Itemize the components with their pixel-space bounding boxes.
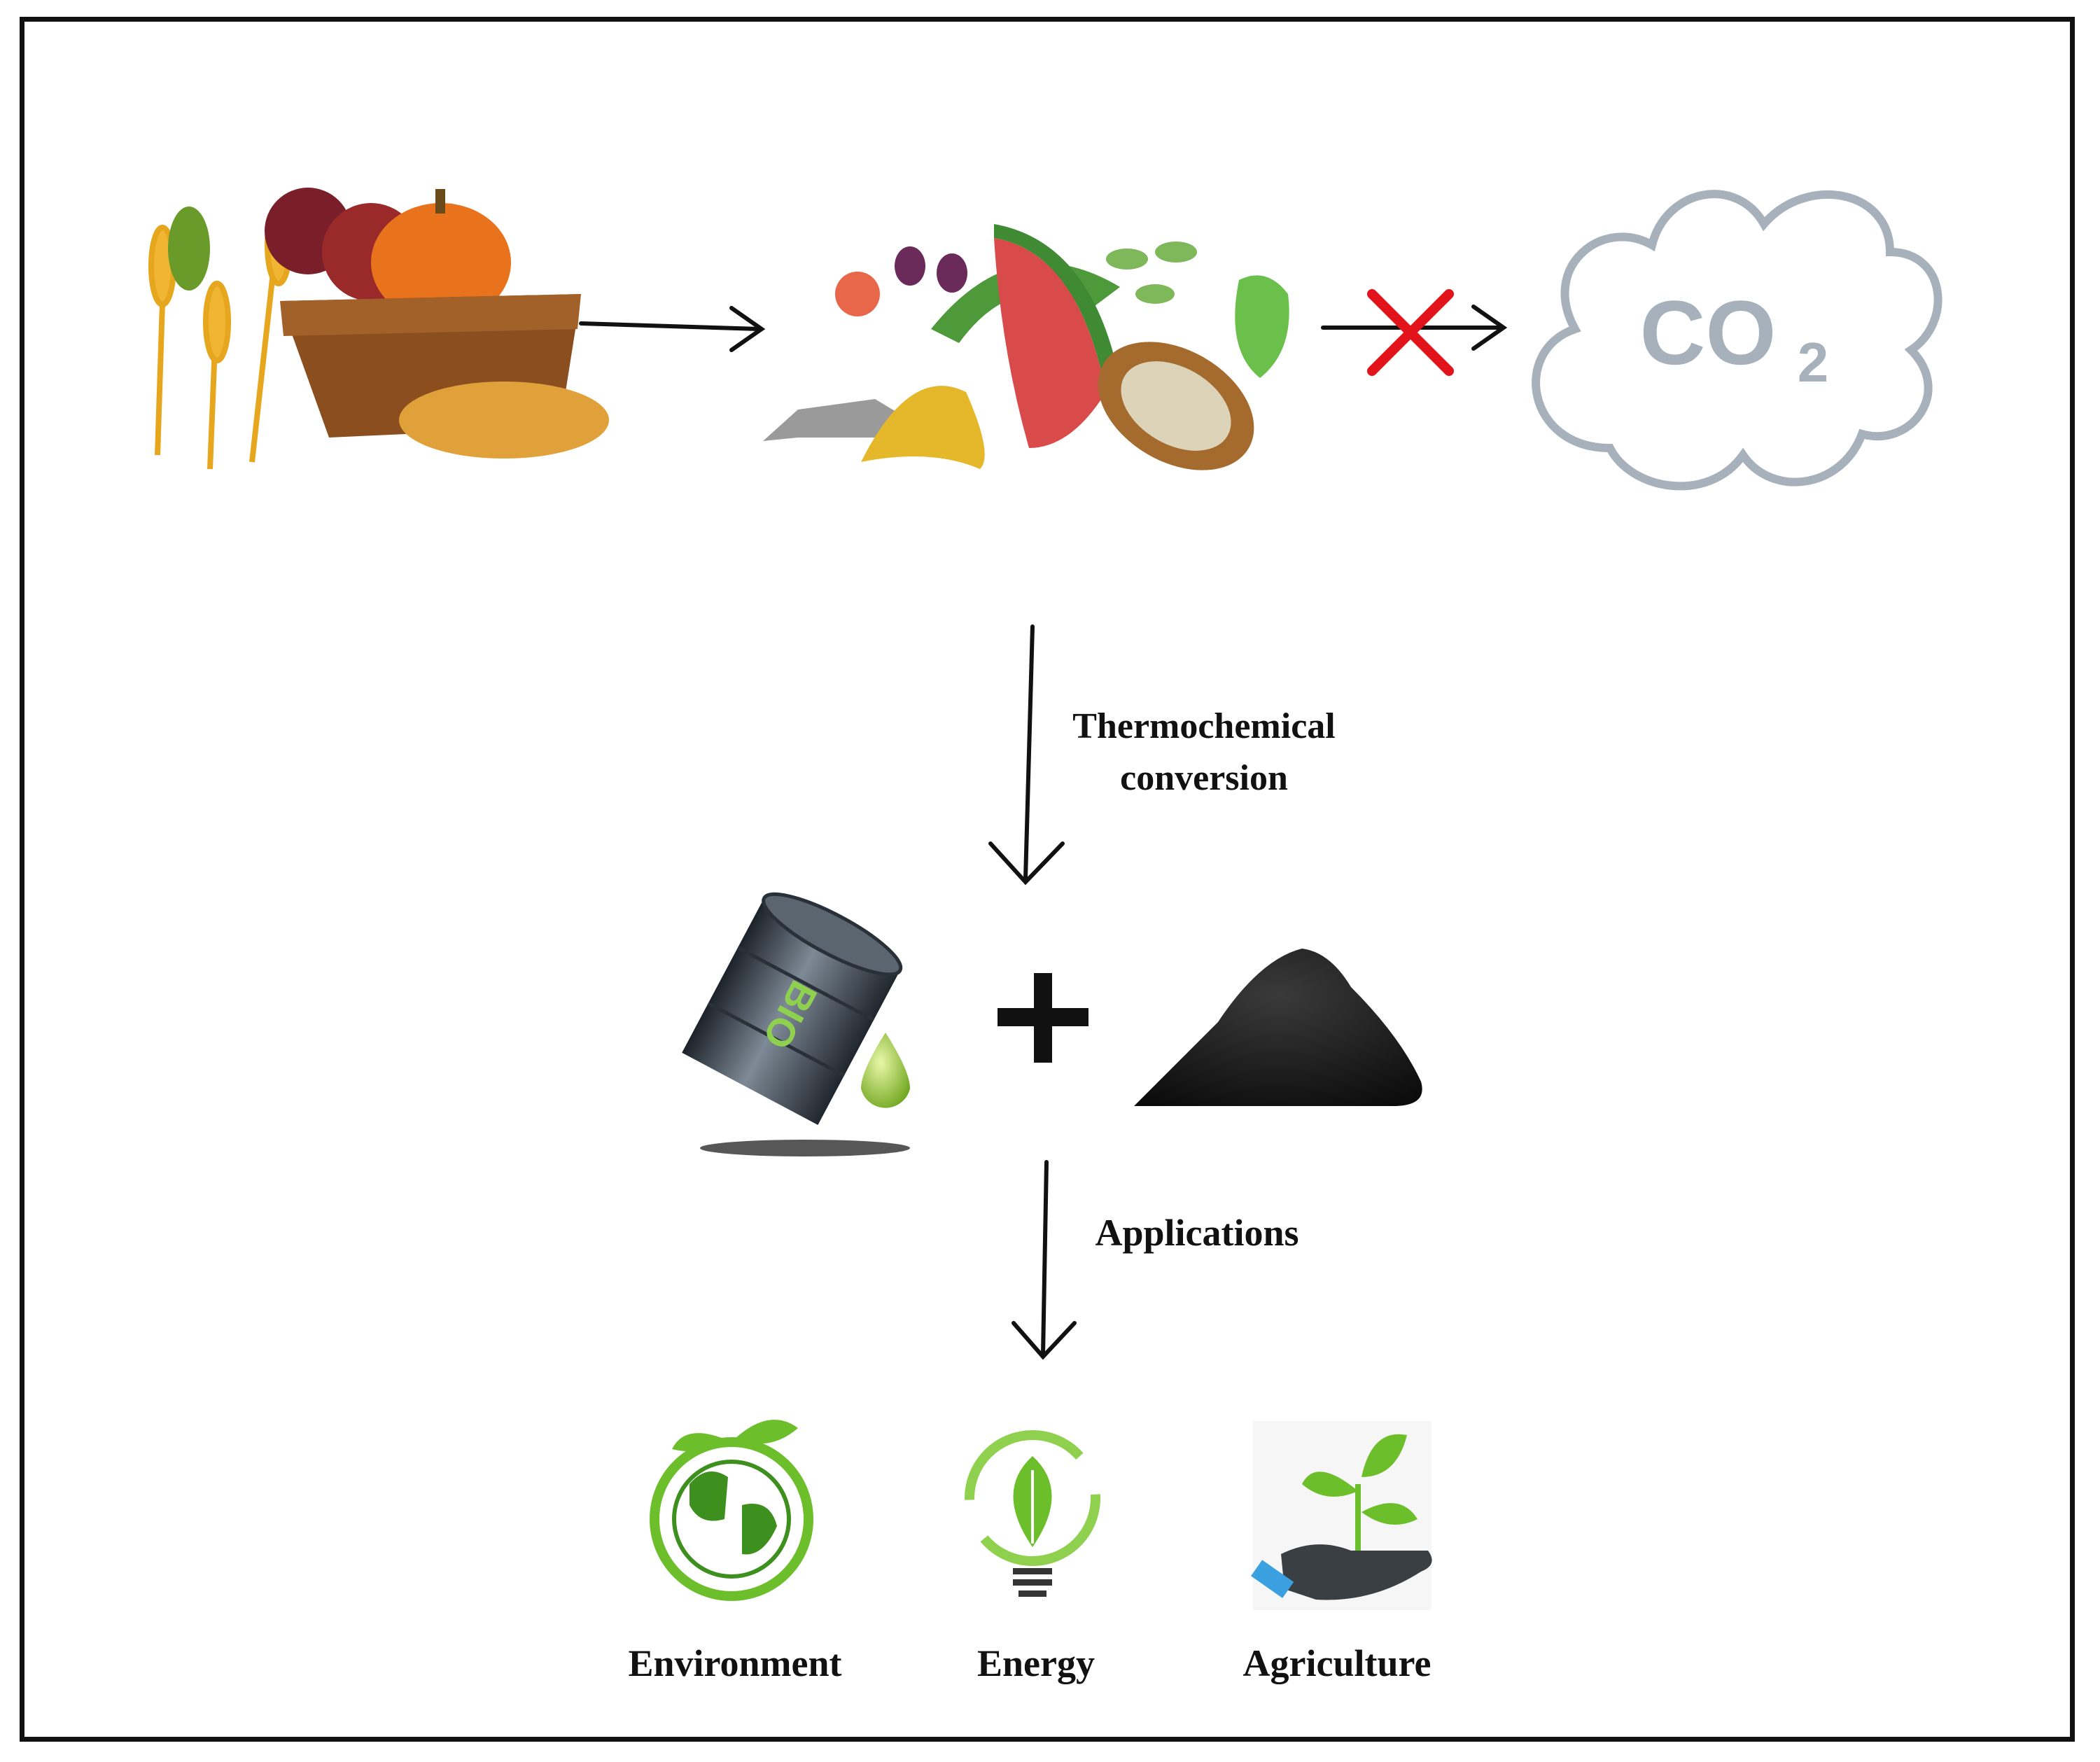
conversion-label-line2: conversion: [1120, 758, 1288, 798]
leek-icon: [168, 207, 210, 291]
applications-label: Applications: [1095, 1212, 1299, 1254]
application-agriculture-label: Agriculture: [1242, 1642, 1432, 1684]
application-energy-label: Energy: [977, 1642, 1095, 1684]
apple-core-icon: [835, 272, 880, 316]
fish-bone-icon: [763, 399, 910, 441]
plus-icon: [997, 973, 1088, 1063]
co2-text: CO: [1640, 281, 1777, 384]
watermelon-slice-icon: [994, 238, 1106, 448]
leaf-bulb-icon: [965, 1430, 1100, 1597]
pumpkin-icon: [371, 203, 511, 322]
food-waste-icon: [763, 224, 1289, 470]
biochar-pile-icon: [1134, 949, 1422, 1106]
arrow-applications: [1011, 1160, 1077, 1360]
bread-icon: [399, 382, 609, 459]
oil-drop-icon: [861, 1033, 910, 1108]
earth-leaves-icon: [650, 1420, 813, 1601]
bio-oil-barrel-icon: BIO: [682, 892, 910, 1156]
application-environment-label: Environment: [628, 1642, 842, 1684]
co2-subscript: 2: [1798, 331, 1829, 393]
arrow-to-waste: [579, 306, 766, 352]
hand-sprout-icon: [1251, 1421, 1432, 1610]
apple-core-icon-2: [1235, 275, 1289, 378]
twig-leaves-icon: [1106, 242, 1197, 304]
food-basket-icon: [148, 188, 609, 470]
blocked-x-icon: [1367, 289, 1454, 376]
banana-peel-icon: [861, 386, 985, 469]
conversion-label-line1: Thermochemical: [1072, 706, 1336, 746]
arrow-conversion: [988, 624, 1065, 886]
co2-cloud-icon: [1532, 190, 1942, 491]
